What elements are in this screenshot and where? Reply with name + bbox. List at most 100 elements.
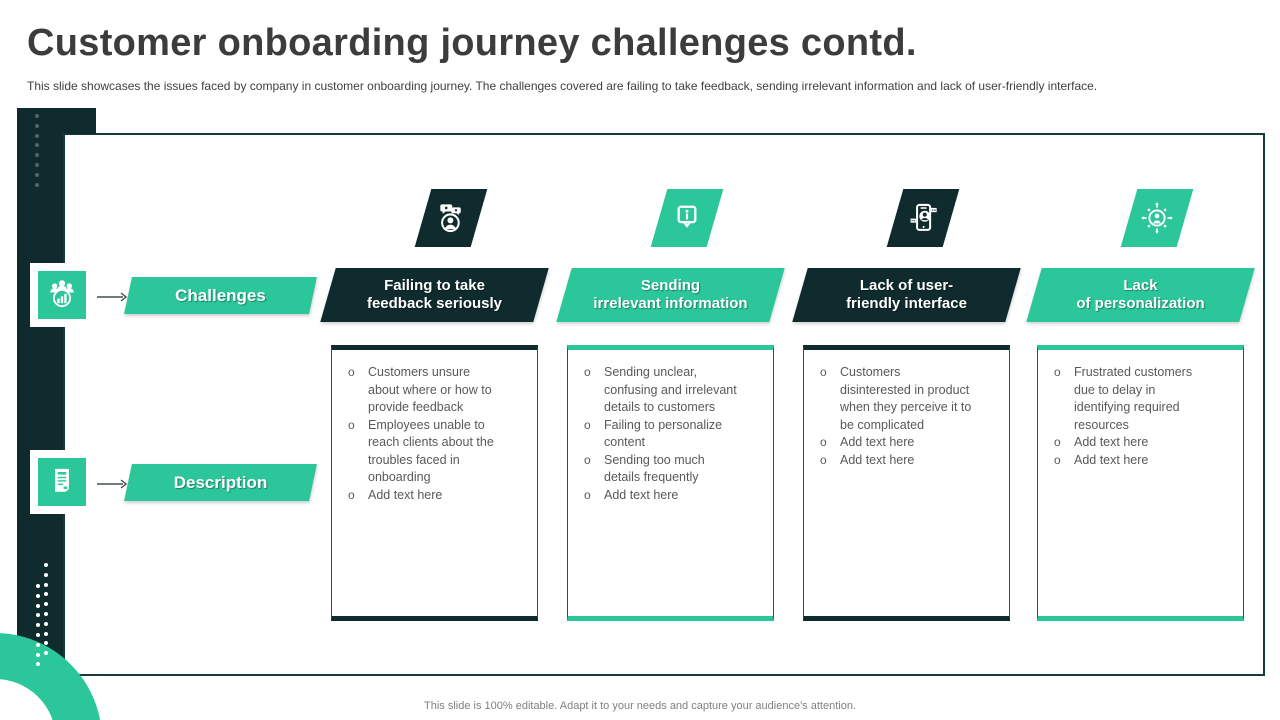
description-box[interactable]: o Sending unclear, confusing and irrelev… xyxy=(567,345,774,621)
bullet-item: o Sending too much details frequently xyxy=(584,452,773,487)
column-icon-shape[interactable] xyxy=(423,189,479,247)
bullet-marker: o xyxy=(584,417,591,432)
bullet-text: Customers unsure about where or how to p… xyxy=(368,365,492,414)
description-box[interactable]: o Frustrated customers due to delay in i… xyxy=(1037,345,1244,621)
bullet-item: o Sending unclear, confusing and irrelev… xyxy=(584,364,773,417)
decoration-dot xyxy=(35,652,40,657)
decoration-dot xyxy=(43,572,48,577)
decoration-dot xyxy=(43,612,48,616)
bullet-item: o Failing to personalize content xyxy=(584,417,773,452)
bullet-marker: o xyxy=(584,365,591,379)
bullet-list: o Customers unsure about where or how to… xyxy=(348,364,537,504)
bullet-item: o Customers disinterested in product whe… xyxy=(820,364,1009,434)
decoration-dot xyxy=(35,153,39,158)
bullet-marker: o xyxy=(584,487,591,502)
bullet-text: Add text here xyxy=(368,487,443,502)
decoration-dot xyxy=(35,603,40,608)
bullet-marker: o xyxy=(1054,435,1061,449)
description-label[interactable]: Description xyxy=(128,464,313,501)
decoration-dot xyxy=(43,602,48,607)
bullet-marker: o xyxy=(820,452,827,467)
decoration-dot xyxy=(35,613,40,618)
column-header-line: feedback seriously xyxy=(366,295,503,312)
bullet-marker: o xyxy=(820,365,827,379)
mobile-user-icon xyxy=(895,199,951,237)
decoration-dot xyxy=(43,641,48,646)
decoration-dot xyxy=(43,582,48,587)
column-icon-shape[interactable] xyxy=(895,189,951,247)
bullet-item: o Add text here xyxy=(1054,452,1243,470)
decoration-dot xyxy=(43,651,48,656)
bullet-item: o Add text here xyxy=(348,487,537,505)
slide-subtitle[interactable]: This slide showcases the issues faced by… xyxy=(27,79,1098,93)
column-header[interactable]: Lack of user- friendly interface xyxy=(800,268,1013,322)
column-header-line: of personalization xyxy=(1076,295,1205,312)
description-box[interactable]: o Customers disinterested in product whe… xyxy=(803,345,1010,621)
team-growth-icon xyxy=(44,275,80,316)
description-chip[interactable] xyxy=(38,458,86,506)
user-feedback-icon xyxy=(423,199,479,237)
document-icon xyxy=(45,463,79,502)
bullet-text: Add text here xyxy=(840,435,915,449)
decoration-dot xyxy=(35,633,40,637)
column-header[interactable]: Failing to take feedback seriously xyxy=(328,268,541,322)
bullet-list: o Frustrated customers due to delay in i… xyxy=(1054,364,1243,469)
bullet-marker: o xyxy=(820,435,827,449)
decoration-dot xyxy=(35,623,40,628)
bullet-text: Failing to personalize content xyxy=(604,417,723,450)
decoration-dot xyxy=(43,631,48,636)
left-accent-tab xyxy=(17,108,96,134)
bullet-text: Add text here xyxy=(1074,452,1149,467)
decoration-dot xyxy=(35,642,40,647)
info-message-icon xyxy=(659,199,715,237)
column-header[interactable]: Sending irrelevant information xyxy=(564,268,777,322)
column-header-line: irrelevant information xyxy=(593,295,748,312)
description-chip-backing xyxy=(30,450,94,514)
challenges-chip-backing xyxy=(30,263,94,327)
decoration-dot xyxy=(35,163,39,167)
column-header-line: Lack xyxy=(1123,277,1158,294)
decoration-dot xyxy=(43,592,48,597)
challenges-label[interactable]: Challenges xyxy=(128,277,313,314)
column-icon-shape[interactable] xyxy=(1129,189,1185,247)
left-accent-bar xyxy=(17,108,63,720)
challenge-column: Lack of personalization o Frustrated cus… xyxy=(1037,0,1244,720)
bullet-text: Add text here xyxy=(604,487,679,502)
description-box[interactable]: o Customers unsure about where or how to… xyxy=(331,345,538,621)
bullet-marker: o xyxy=(348,417,355,432)
column-header-line: Lack of user- xyxy=(859,277,954,294)
bullet-text: Add text here xyxy=(840,452,915,467)
bullet-marker: o xyxy=(348,487,355,502)
column-icon-shape[interactable] xyxy=(659,189,715,247)
challenge-column: Sending irrelevant information o Sending… xyxy=(567,0,774,720)
bullet-item: o Frustrated customers due to delay in i… xyxy=(1054,364,1243,434)
bullet-marker: o xyxy=(348,365,355,379)
decoration-dot xyxy=(35,172,39,177)
decoration-dot xyxy=(35,143,39,148)
bullet-item: o Add text here xyxy=(584,487,773,505)
column-header-line: Failing to take xyxy=(384,277,485,294)
decoration-dot xyxy=(35,114,39,118)
decoration-dot xyxy=(35,133,39,138)
decoration-dot xyxy=(35,593,40,598)
column-header[interactable]: Lack of personalization xyxy=(1034,268,1247,322)
bullet-item: o Add text here xyxy=(1054,434,1243,452)
challenge-column: Lack of user- friendly interface o Custo… xyxy=(803,0,1010,720)
decoration-dot xyxy=(35,123,39,128)
arrow-right-icon xyxy=(97,477,128,495)
arrow-right-icon xyxy=(97,290,128,308)
decoration-dot xyxy=(35,584,40,588)
bullet-marker: o xyxy=(584,452,591,467)
column-header-line: friendly interface xyxy=(846,295,967,312)
bullet-list: o Sending unclear, confusing and irrelev… xyxy=(584,364,773,504)
bullet-item: o Add text here xyxy=(820,434,1009,452)
challenges-chip[interactable] xyxy=(38,271,86,319)
personalization-icon xyxy=(1129,199,1185,237)
decoration-dot xyxy=(35,182,39,187)
slide-title[interactable]: Customer onboarding journey challenges c… xyxy=(27,22,917,64)
footer-note: This slide is 100% editable. Adapt it to… xyxy=(424,700,856,712)
decoration-dot xyxy=(43,563,48,567)
bullet-text: Customers disinterested in product when … xyxy=(840,365,972,432)
